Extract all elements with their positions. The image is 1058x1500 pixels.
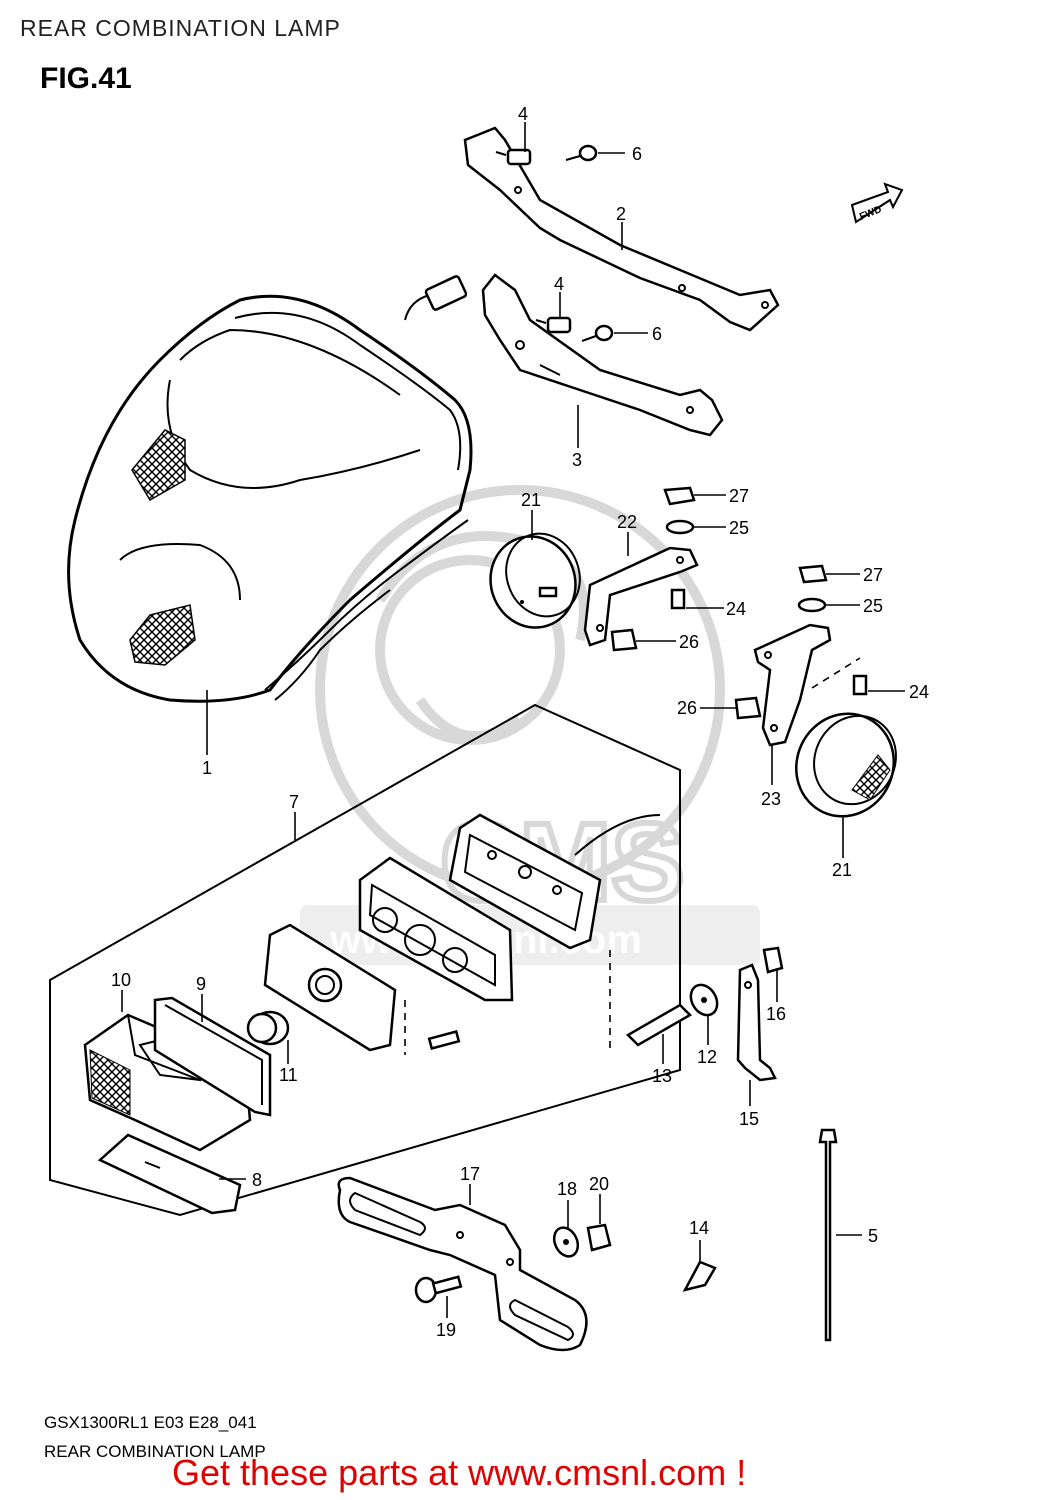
part-washer-25-b — [797, 597, 827, 613]
label-part-27-b: 27 — [863, 565, 883, 585]
part-nut-16 — [762, 946, 784, 974]
part-nut-27-b — [798, 564, 828, 584]
part-washer-18 — [552, 1226, 580, 1258]
footer-model-code: GSX1300RL1 E03 E28_041 — [44, 1413, 257, 1432]
part-license-lamp-assembly-7 — [49, 703, 681, 1217]
label-part-21-right: 21 — [832, 860, 852, 880]
footer-title: REAR COMBINATION LAMP — [44, 1442, 266, 1461]
part-nut-26-a — [610, 628, 638, 652]
label-part-16: 16 — [766, 1004, 786, 1024]
promo-link[interactable]: Get these parts at www.cmsnl.com ! — [172, 1452, 747, 1493]
label-part-11: 11 — [279, 1065, 298, 1085]
fwd-arrow-icon: FWD — [850, 182, 904, 224]
part-reflector-21-right — [795, 712, 897, 818]
label-part-7: 7 — [289, 792, 299, 812]
part-number-labels: 4 6 2 4 6 3 21 22 27 25 24 26 27 25 24 2… — [111, 104, 929, 1340]
part-nut-26-b — [734, 696, 762, 720]
part-screw-24-b — [852, 674, 868, 696]
label-part-8: 8 — [252, 1170, 262, 1190]
part-bracket-3 — [481, 273, 724, 437]
part-bracket-15 — [736, 963, 777, 1082]
figure-label: FIG.41 — [40, 62, 132, 95]
part-cushion-14 — [682, 1260, 717, 1292]
part-bolt-4-lower — [535, 316, 572, 334]
part-screw-6-lower — [581, 324, 614, 342]
label-part-4-upper: 4 — [518, 104, 528, 124]
label-part-24-b: 24 — [909, 682, 929, 702]
label-part-12: 12 — [697, 1047, 717, 1067]
part-rear-combination-lamp — [67, 275, 473, 703]
leader-lines — [121, 122, 905, 1318]
label-part-19: 19 — [436, 1320, 456, 1340]
part-nut-27-a — [663, 486, 696, 506]
label-part-5: 5 — [868, 1226, 878, 1246]
part-bracket-22 — [583, 546, 699, 647]
part-cable-tie-5 — [818, 1128, 838, 1342]
label-part-6-upper: 6 — [632, 144, 642, 164]
part-reflector-21-left — [489, 532, 581, 629]
label-part-27-a: 27 — [729, 486, 749, 506]
label-part-24-a: 24 — [726, 599, 746, 619]
label-part-23: 23 — [761, 789, 781, 809]
part-collar-13 — [625, 1003, 693, 1047]
label-part-10: 10 — [111, 970, 131, 990]
label-part-4-lower: 4 — [554, 274, 564, 294]
part-plate-lens-8 — [97, 1133, 242, 1215]
part-gasket-9 — [153, 996, 272, 1117]
label-part-20: 20 — [589, 1174, 609, 1194]
label-part-21-left: 21 — [521, 490, 541, 510]
part-screw-24-a — [670, 588, 686, 610]
part-washer-25-a — [665, 519, 695, 535]
part-bracket-23 — [753, 623, 861, 747]
label-part-18: 18 — [557, 1179, 577, 1199]
label-part-17: 17 — [460, 1164, 480, 1184]
label-part-26-a: 26 — [679, 632, 699, 652]
label-part-6-lower: 6 — [652, 324, 662, 344]
part-license-bracket-17 — [337, 1176, 588, 1352]
label-part-22: 22 — [617, 512, 637, 532]
label-part-25-b: 25 — [863, 596, 883, 616]
part-bulb-11 — [246, 1012, 278, 1044]
label-part-25-a: 25 — [729, 518, 749, 538]
label-part-13: 13 — [652, 1066, 672, 1086]
part-bracket-2 — [463, 126, 780, 332]
page-header-title: REAR COMBINATION LAMP — [20, 15, 341, 41]
part-screw-6-upper — [565, 144, 598, 162]
part-bolt-4-upper — [495, 148, 532, 166]
part-washer-12 — [689, 983, 719, 1017]
label-part-15: 15 — [739, 1109, 759, 1129]
label-part-26-b: 26 — [677, 698, 697, 718]
label-part-2: 2 — [616, 204, 626, 224]
label-part-3: 3 — [572, 450, 582, 470]
label-part-9: 9 — [196, 974, 206, 994]
label-part-1: 1 — [202, 758, 212, 778]
part-nut-20 — [586, 1223, 612, 1252]
part-bolt-19 — [414, 1275, 463, 1304]
label-part-14: 14 — [689, 1218, 709, 1238]
